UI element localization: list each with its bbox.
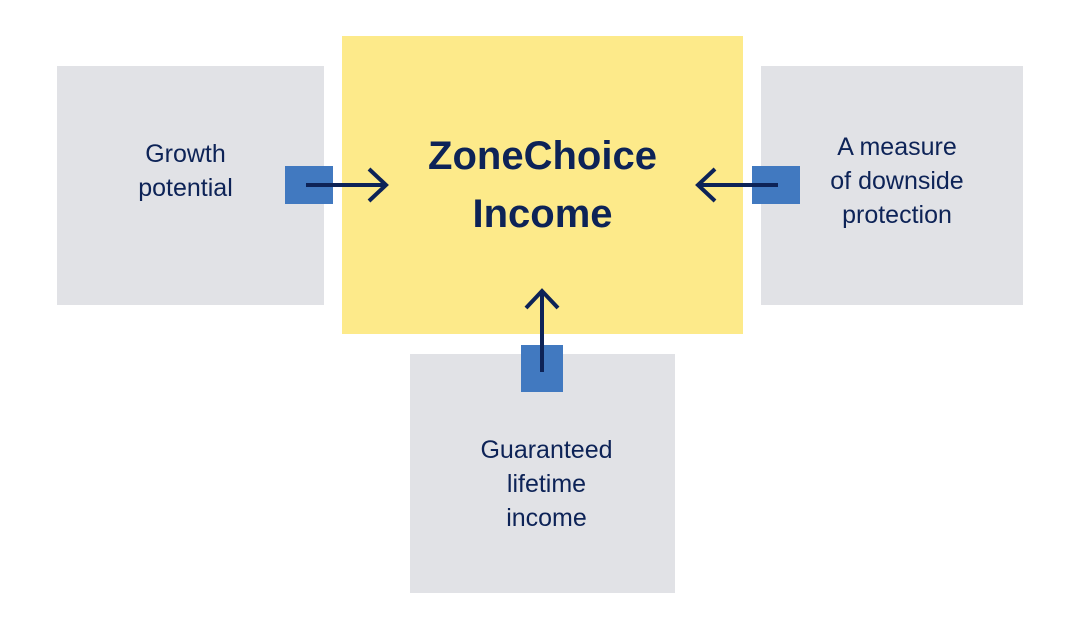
input-box-growth-potential: Growth potential: [57, 66, 324, 305]
arrow-up-icon: [524, 288, 560, 372]
arrow-left-icon: [695, 167, 778, 203]
arrow-right-icon: [306, 167, 389, 203]
input-label-guaranteed-income: Guaranteed lifetime income: [480, 435, 613, 532]
input-box-guaranteed-income: Guaranteed lifetime income: [410, 354, 675, 593]
center-title: ZoneChoice Income: [428, 134, 657, 236]
input-label-growth-potential: Growth potential: [138, 139, 233, 202]
input-label-downside-protection: A measure of downside protection: [830, 132, 964, 229]
input-box-downside-protection: A measure of downside protection: [761, 66, 1023, 305]
center-box-zonechoice-income: ZoneChoice Income: [342, 36, 743, 334]
